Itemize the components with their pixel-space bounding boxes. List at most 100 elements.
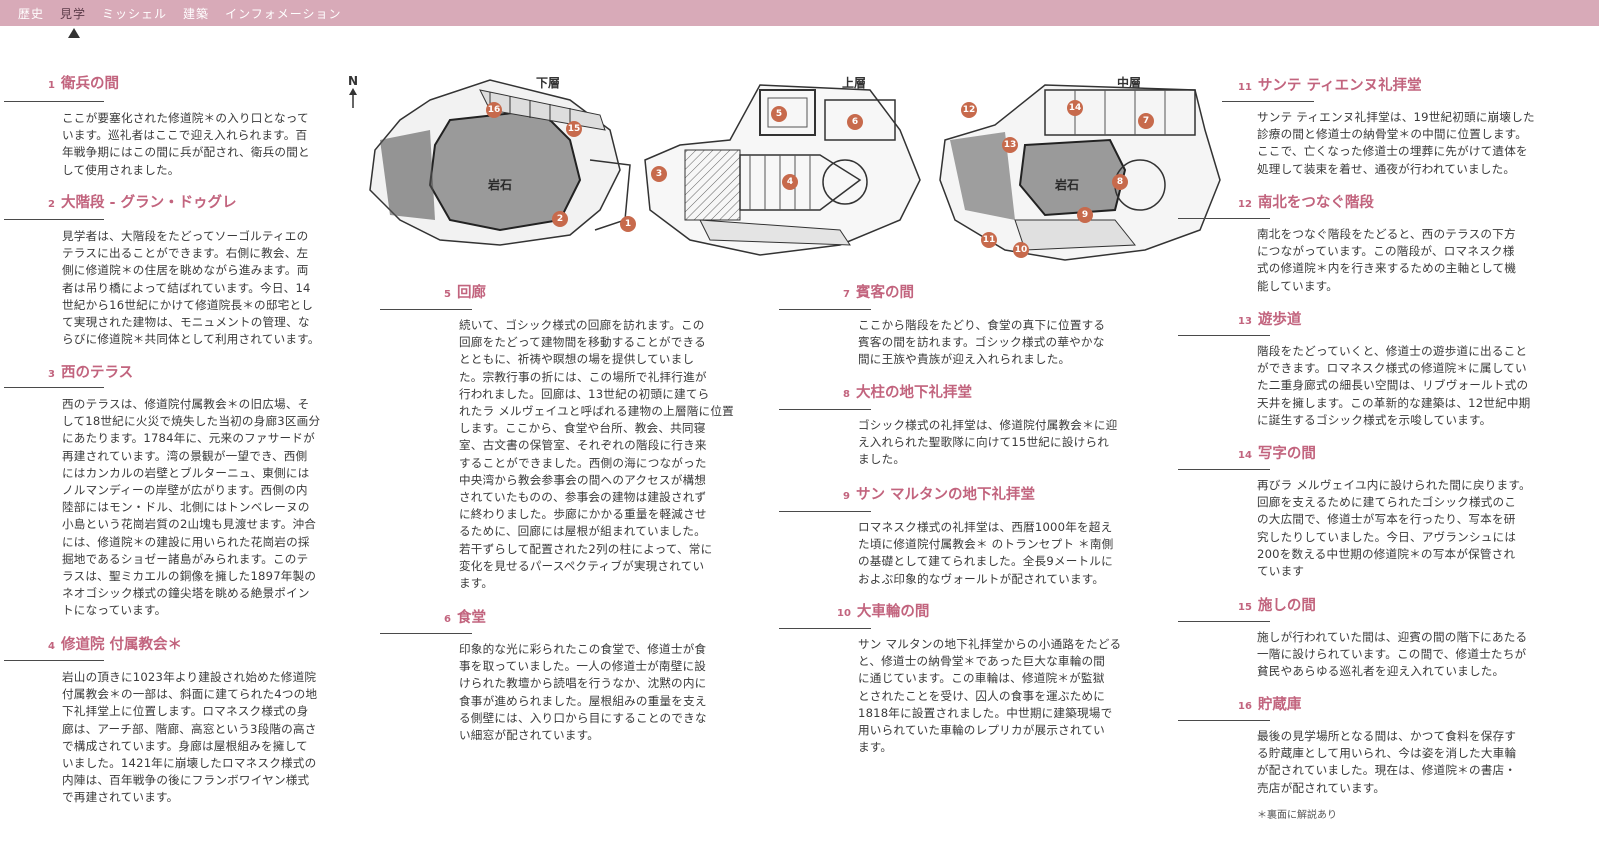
- section-title: 回廊: [456, 285, 486, 301]
- north-arrow-icon: [349, 88, 357, 108]
- section-title: 貯蔵庫: [1257, 697, 1302, 713]
- section-body: ゴシック様式の礼拝堂は、修道院付属教会＊に迎 え入れられた聖歌隊に向けて15世紀…: [858, 418, 1118, 467]
- map-marker[interactable]: 2: [552, 211, 568, 227]
- divider: [779, 628, 871, 629]
- section-15: 15 施しの間: [1238, 594, 1316, 615]
- section-body: 南北をつなぐ階段をたどると、西のテラスの下方 につながっています。この階段が、ロ…: [1257, 227, 1517, 293]
- section-title: サン マルタンの地下礼拝堂: [855, 487, 1036, 503]
- section-body: 岩山の頂きに1023年より建設され始めた修道院 付属教会＊の一部は、斜面に建てら…: [62, 670, 318, 805]
- section-number: 3: [48, 369, 55, 380]
- section-title: 賓客の間: [855, 285, 914, 301]
- section-body: 見学者は、大階段をたどってソーゴルティエの テラスに出ることができます。右側に教…: [62, 229, 320, 347]
- map-upper-level: 上層 5 6 3 4: [640, 70, 930, 260]
- divider: [1178, 218, 1270, 219]
- section-body: 再びラ メルヴェイユ内に設けられた間に戻ります。 回廊を支えるために建てられたゴ…: [1257, 478, 1531, 579]
- section-16: 16 貯蔵庫: [1238, 693, 1301, 714]
- map-marker[interactable]: 6: [847, 114, 863, 130]
- section-13: 13 遊歩道: [1238, 308, 1301, 329]
- section-body: 階段をたどっていくと、修道士の遊歩道に出ること ができます。ロマネスク様式の修道…: [1257, 344, 1531, 427]
- divider: [1178, 720, 1270, 721]
- footnote: ＊裏面に解説あり: [1257, 810, 1337, 821]
- section-title: サンテ ティエンヌ礼拝堂: [1257, 78, 1422, 94]
- section-number: 14: [1238, 450, 1252, 461]
- divider: [380, 633, 472, 634]
- map-marker[interactable]: 7: [1138, 113, 1154, 129]
- map-marker[interactable]: 8: [1112, 174, 1128, 190]
- map-marker[interactable]: 12: [961, 102, 977, 118]
- map-marker[interactable]: 3: [651, 166, 667, 182]
- map-marker[interactable]: 13: [1002, 137, 1018, 153]
- section-5: 5 回廊: [444, 281, 486, 302]
- nav-item-history[interactable]: 歴史: [18, 6, 45, 21]
- section-title: 南北をつなぐ階段: [1257, 195, 1374, 211]
- map-marker[interactable]: 5: [771, 106, 787, 122]
- section-6: 6 食堂: [444, 606, 486, 627]
- divider: [1178, 335, 1270, 336]
- section-body: サン マルタンの地下礼拝堂からの小通路をたどる と、修道士の納骨堂＊であった巨大…: [858, 637, 1122, 755]
- map-marker[interactable]: 16: [486, 102, 502, 118]
- floor-plan-lower: [369, 79, 631, 246]
- section-body: サンテ ティエンヌ礼拝堂は、19世紀初頭に崩壊した 診療の間と修道士の納骨堂＊の…: [1257, 110, 1535, 176]
- map-marker[interactable]: 11: [981, 232, 997, 248]
- section-title: 写字の間: [1257, 446, 1316, 462]
- section-title: 遊歩道: [1257, 312, 1302, 328]
- map-marker[interactable]: 14: [1067, 100, 1083, 116]
- divider: [779, 511, 871, 512]
- section-title: 大階段 - グラン・ドゥグレ: [60, 195, 237, 211]
- section-title: 食堂: [456, 610, 486, 626]
- divider: [1178, 469, 1270, 470]
- map-middle-level: 中層 岩石 12 14 7 13 8 9 11 10: [935, 70, 1225, 265]
- divider: [779, 409, 871, 410]
- section-12: 12 南北をつなぐ階段: [1238, 191, 1374, 212]
- section-number: 9: [843, 491, 850, 502]
- section-number: 15: [1238, 602, 1252, 613]
- section-body: 続いて、ゴシック様式の回廊を訪れます。この 回廊をたどって建物間を移動することが…: [459, 318, 734, 591]
- section-number: 5: [444, 289, 451, 300]
- divider: [4, 387, 104, 388]
- section-number: 6: [444, 614, 451, 625]
- map-lower-level: N 下層 岩石 16 15 2 1: [340, 70, 640, 250]
- map-title: 上層: [842, 76, 867, 90]
- section-title: 西のテラス: [60, 365, 134, 381]
- top-nav-bar: 歴史 見学 ミッシェル 建築 インフォメーション: [0, 0, 1599, 26]
- nav-item-architecture[interactable]: 建築: [183, 6, 210, 21]
- divider: [4, 101, 104, 102]
- section-body: 印象的な光に彩られたこの食堂で、修道士が食 事を取っていました。一人の修道士が南…: [459, 642, 707, 743]
- map-marker[interactable]: 9: [1077, 207, 1093, 223]
- section-number: 13: [1238, 316, 1252, 327]
- section-body: ここから階段をたどり、食堂の真下に位置する 賓客の間を訪れます。ゴシック様式の華…: [858, 318, 1106, 367]
- section-body: 最後の見学場所となる間は、かつて食料を保存す る貯蔵庫として用いられ、今は姿を消…: [1257, 729, 1517, 795]
- nav-item-information[interactable]: インフォメーション: [225, 6, 342, 21]
- section-9: 9 サン マルタンの地下礼拝堂: [843, 483, 1035, 504]
- nav-item-tour[interactable]: 見学: [60, 6, 87, 21]
- nav-item-michel[interactable]: ミッシェル: [102, 6, 168, 21]
- section-title: 施しの間: [1257, 598, 1316, 614]
- map-marker[interactable]: 15: [566, 121, 582, 137]
- floor-plan-upper: [644, 84, 921, 256]
- section-number: 16: [1238, 701, 1252, 712]
- section-number: 7: [843, 289, 850, 300]
- section-11: 11 サンテ ティエンヌ礼拝堂: [1238, 74, 1422, 95]
- map-title: 下層: [536, 76, 561, 90]
- section-number: 12: [1238, 199, 1252, 210]
- map-marker[interactable]: 4: [782, 174, 798, 190]
- divider: [4, 219, 104, 220]
- map-marker[interactable]: 1: [620, 216, 636, 232]
- section-body: ここが要塞化された修道院＊の入り口となって います。巡礼者はここで迎え入れられま…: [62, 111, 310, 177]
- section-number: 11: [1238, 82, 1252, 93]
- floor-plan-middle: [939, 84, 1221, 261]
- divider: [380, 309, 472, 310]
- map-marker[interactable]: 10: [1013, 242, 1029, 258]
- section-body: 施しが行われていた間は、迎賓の間の階下にあたる 一階に設けられています。この間で…: [1257, 630, 1528, 679]
- section-14: 14 写字の間: [1238, 442, 1316, 463]
- section-number: 8: [843, 389, 850, 400]
- divider: [1178, 621, 1270, 622]
- north-label: N: [348, 74, 359, 88]
- active-nav-indicator-icon: [68, 28, 80, 38]
- section-number: 4: [48, 641, 55, 652]
- section-body: 西のテラスは、修道院付属教会＊の旧広場、そ して18世紀に火災で焼失した当初の身…: [62, 397, 321, 618]
